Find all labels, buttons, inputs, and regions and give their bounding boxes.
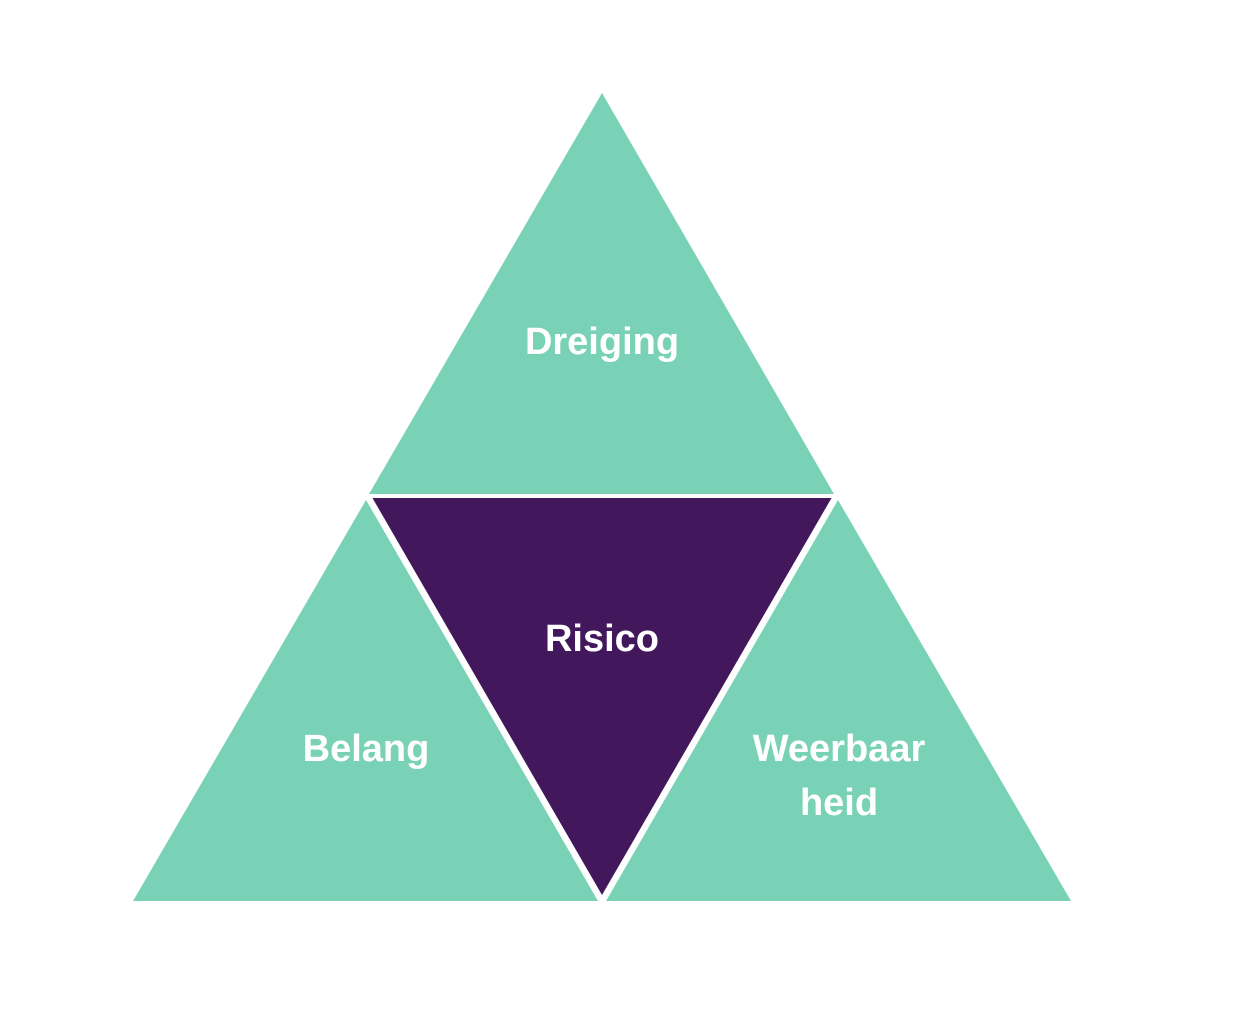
top-triangle-dreiging bbox=[369, 93, 834, 494]
label-weerbaarheid-line1: Weerbaar bbox=[753, 728, 926, 770]
center-triangle-risico bbox=[365, 494, 839, 903]
label-dreiging: Dreiging bbox=[525, 321, 679, 363]
right-triangle-weerbaarheid bbox=[606, 500, 1071, 901]
label-weerbaarheid-line2: heid bbox=[800, 782, 878, 824]
label-risico: Risico bbox=[545, 618, 659, 660]
left-triangle-belang bbox=[133, 500, 598, 901]
label-belang: Belang bbox=[303, 728, 430, 770]
